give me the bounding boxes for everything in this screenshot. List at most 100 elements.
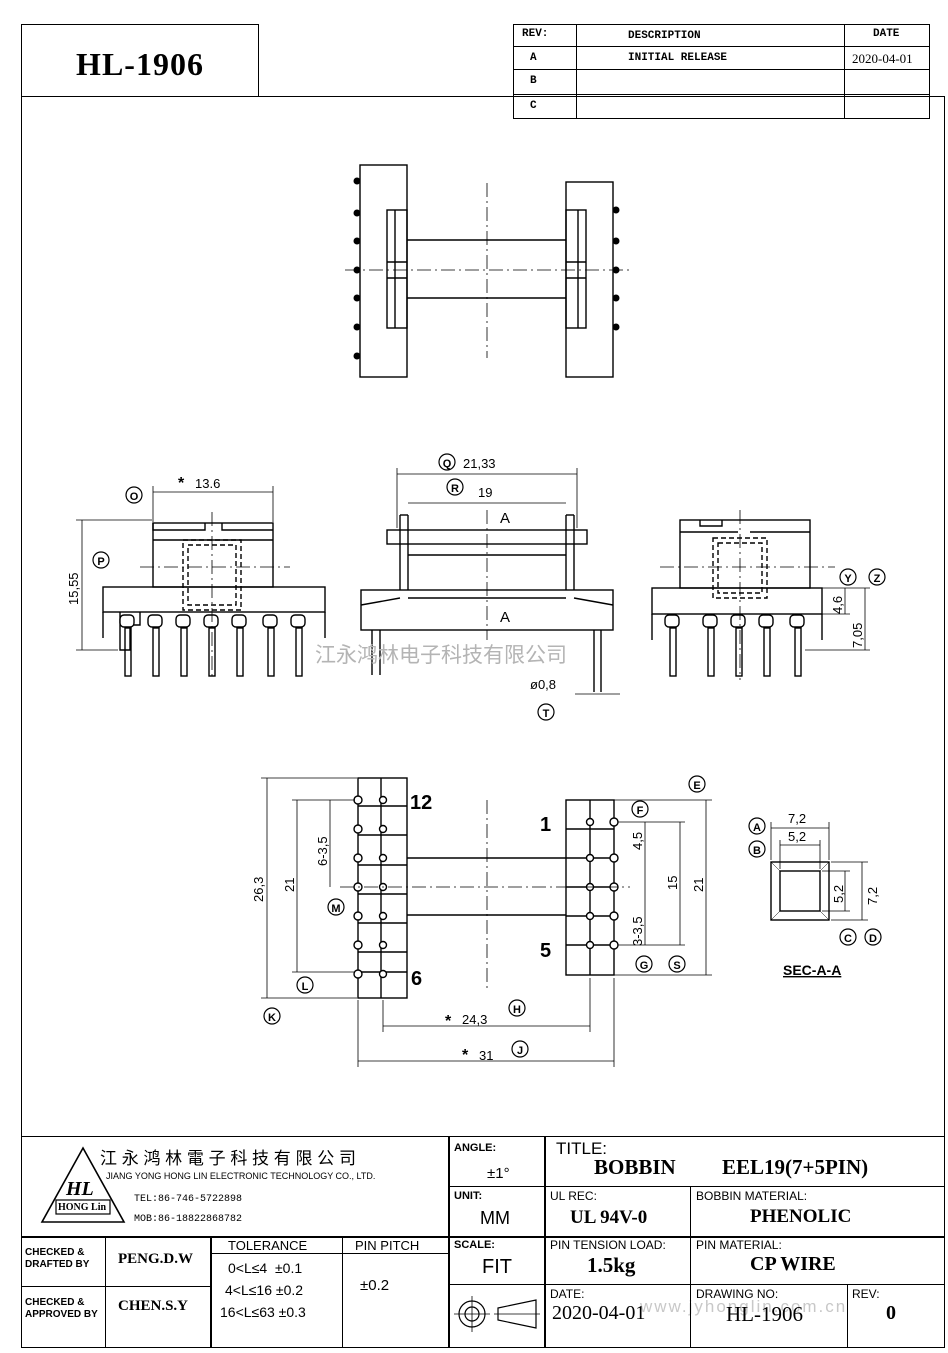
scale-label: SCALE:: [454, 1239, 495, 1251]
marker-C: C: [844, 933, 852, 945]
dim-15: 15: [665, 876, 680, 890]
scale-value: FIT: [482, 1256, 512, 1278]
projection-symbol: [454, 1296, 540, 1332]
bottom-view: [261, 777, 712, 1067]
rev-table-lines: [513, 24, 930, 119]
section-marker-bottom: A: [500, 609, 510, 626]
date-header: DATE: [873, 28, 900, 40]
section-marker-top: A: [500, 510, 510, 527]
rev-label: REV:: [852, 1287, 880, 1301]
marker-P: P: [97, 556, 104, 568]
dim-3-3-5: 3-3,5: [630, 916, 645, 946]
dim-21-33: 21,33: [463, 456, 496, 471]
marker-H: H: [513, 1004, 521, 1016]
ul-value: UL 94V-0: [570, 1207, 648, 1228]
dim-21-right: 21: [691, 878, 706, 892]
rev-row-b: B: [530, 75, 537, 87]
marker-G: G: [640, 960, 649, 972]
bobbin-material-label: BOBBIN MATERIAL:: [696, 1189, 808, 1203]
logo-subtext: HONG Lin: [58, 1202, 107, 1213]
pin-tension-label: PIN TENSION LOAD:: [550, 1238, 666, 1252]
marker-D: D: [869, 933, 877, 945]
pin-label-12: 12: [410, 792, 432, 814]
tolerance-row-3: 16<L≤63 ±0.3: [220, 1304, 306, 1320]
rev-row-a: A: [530, 52, 537, 64]
checked-drafted-value: PENG.D.W: [118, 1251, 193, 1267]
date-label: DATE:: [550, 1287, 585, 1301]
marker-Z: Z: [874, 573, 881, 585]
section-title: SEC-A-A: [783, 962, 841, 978]
marker-Q: Q: [443, 458, 452, 470]
unit-value: MM: [480, 1208, 510, 1228]
right-side-view: [651, 510, 870, 680]
marker-S: S: [673, 960, 680, 972]
checked-approved-value: CHEN.S.Y: [118, 1298, 189, 1314]
unit-label: UNIT:: [454, 1190, 483, 1202]
rev-header: REV:: [522, 28, 549, 40]
part-number-box: [21, 24, 259, 97]
description-header: DESCRIPTION: [628, 30, 701, 42]
sec-dim-7-2-top: 7,2: [788, 811, 806, 826]
part-number: HL-1906: [76, 46, 204, 82]
marker-M: M: [331, 903, 340, 915]
dim-pin-dia: ø0,8: [530, 677, 556, 692]
marker-R: R: [451, 483, 459, 495]
marker-O-left: O: [130, 491, 139, 503]
checked-approved-label: CHECKED & APPROVED BY: [25, 1297, 98, 1320]
sec-dim-5-2-side: 5,2: [831, 885, 846, 903]
dim-6-3-5: 6-3,5: [315, 836, 330, 866]
star-13-6: *: [178, 475, 185, 492]
pin-tension-value: 1.5kg: [587, 1253, 636, 1277]
angle-label: ANGLE:: [454, 1142, 497, 1154]
sec-dim-7-2-side: 7,2: [865, 887, 880, 905]
drawing-no-value: HL-1906: [726, 1302, 803, 1326]
marker-F: F: [637, 805, 644, 817]
marker-K: K: [268, 1012, 276, 1024]
pin-pitch-label: PIN PITCH: [355, 1238, 420, 1253]
pin-label-5: 5: [540, 940, 551, 962]
dim-21-left: 21: [282, 878, 297, 892]
star-24-3: *: [445, 1013, 452, 1030]
drawing-frame: [21, 96, 945, 1348]
pin-material-value: CP WIRE: [750, 1253, 836, 1275]
rev-value: 0: [886, 1302, 896, 1324]
rev-row-c: C: [530, 100, 537, 112]
watermark-cn: 江永鸿林电子科技有限公司: [315, 644, 567, 667]
balloon-circles: [92, 453, 886, 1058]
marker-J: J: [517, 1045, 523, 1057]
company-name-cn: 江 永 鸿 林 電 子 科 技 有 限 公 司: [100, 1149, 356, 1168]
dim-4-6: 4,6: [830, 596, 845, 614]
dim-24-3: 24,3: [462, 1012, 487, 1027]
tolerance-row-1: 0<L≤4 ±0.1: [228, 1260, 303, 1276]
sec-dim-5-2-top: 5,2: [788, 829, 806, 844]
company-name-en: JIANG YONG HONG LIN ELECTRONIC TECHNOLOG…: [106, 1171, 376, 1181]
marker-B: B: [753, 845, 761, 857]
front-view: [360, 468, 620, 695]
angle-value: ±1°: [487, 1165, 510, 1182]
marker-Y: Y: [844, 573, 852, 585]
drawing-no-label: DRAWING NO:: [696, 1287, 779, 1301]
dim-31: 31: [479, 1048, 493, 1063]
dim-7-05: 7,05: [850, 623, 865, 648]
title-block: [21, 1136, 945, 1348]
revision-table: [513, 24, 930, 119]
title-label: TITLE:: [556, 1139, 608, 1158]
tolerance-row-2: 4<L≤16 ±0.2: [225, 1282, 304, 1298]
star-31: *: [462, 1047, 469, 1064]
pin-material-label: PIN MATERIAL:: [696, 1238, 782, 1252]
marker-A: A: [753, 822, 761, 834]
title-value-model: EEL19(7+5PIN): [722, 1155, 869, 1179]
pin-label-6: 6: [411, 968, 422, 990]
left-side-view: [76, 486, 326, 680]
dim-15-55: 15,55: [66, 572, 81, 605]
marker-E: E: [693, 780, 700, 792]
dim-4-5: 4,5: [630, 832, 645, 850]
dim-13-6: 13.6: [195, 476, 220, 491]
company-mob: MOB:86-18822868782: [134, 1214, 243, 1225]
logo-text: HL: [66, 1178, 94, 1200]
top-view: [345, 164, 630, 378]
company-logo: [40, 1146, 126, 1223]
dim-19: 19: [478, 485, 492, 500]
rev-row-a-description: INITIAL RELEASE: [628, 52, 728, 64]
